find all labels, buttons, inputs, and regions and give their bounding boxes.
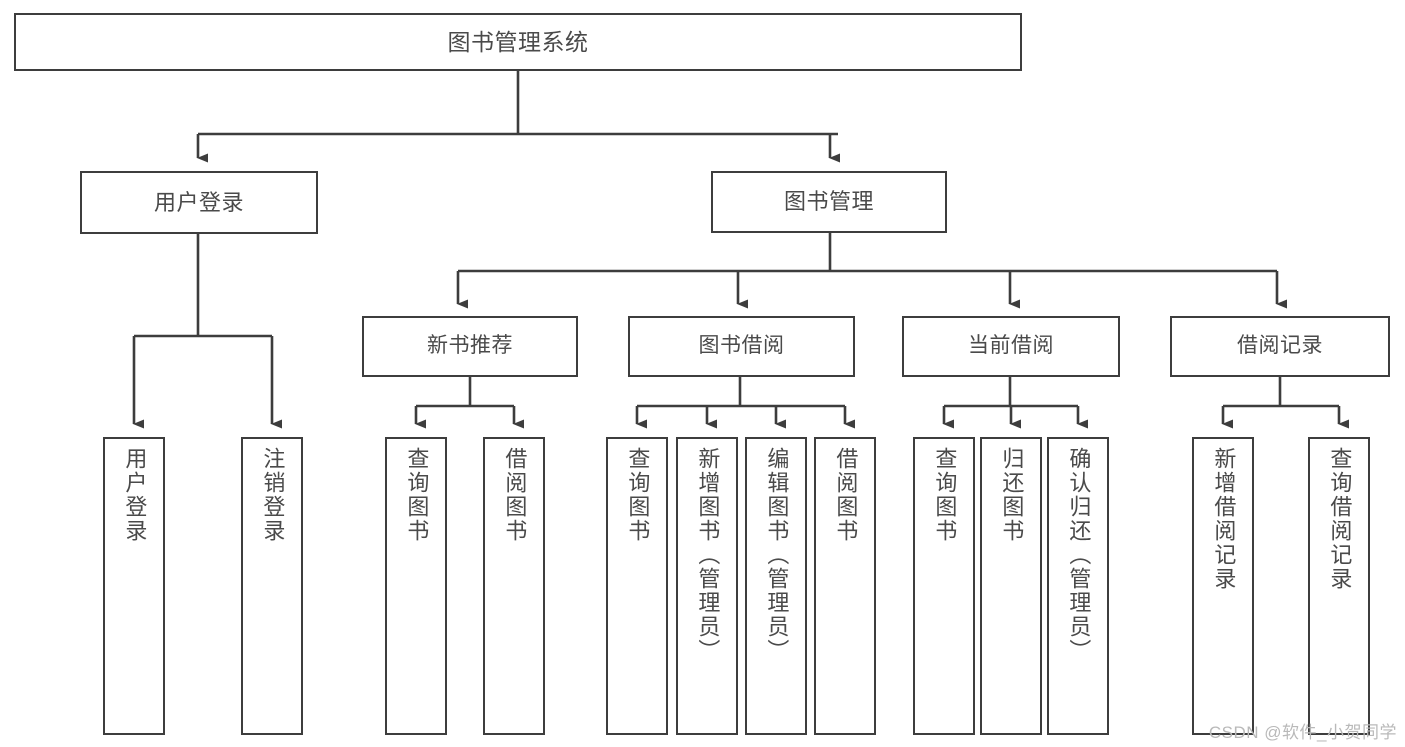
node-new-book-rec[interactable]: 新书推荐 xyxy=(362,316,578,377)
leaf-return-book[interactable]: 归还图书 xyxy=(980,437,1042,735)
node-user-login[interactable]: 用户登录 xyxy=(80,171,318,234)
leaf-add-book-label: 新增图书（管理员） xyxy=(695,447,721,663)
node-current-borrow-label: 当前借阅 xyxy=(968,334,1054,358)
node-user-login-label: 用户登录 xyxy=(153,189,244,215)
node-current-borrow[interactable]: 当前借阅 xyxy=(902,316,1120,377)
node-book-manage[interactable]: 图书管理 xyxy=(711,171,947,233)
node-root-label: 图书管理系统 xyxy=(447,28,589,55)
leaf-edit-book-label: 编辑图书（管理员） xyxy=(764,447,790,663)
leaf-add-book[interactable]: 新增图书（管理员） xyxy=(676,437,738,735)
leaf-borrow-book-1-label: 借阅图书 xyxy=(502,447,528,543)
leaf-user-login-label: 用户登录 xyxy=(122,447,148,543)
watermark: CSDN @软件_小贺同学 xyxy=(1208,723,1397,742)
node-root[interactable]: 图书管理系统 xyxy=(14,13,1022,71)
leaf-query-book-3-label: 查询图书 xyxy=(932,447,958,543)
node-book-borrow-label: 图书借阅 xyxy=(698,334,785,358)
leaf-borrow-book-1[interactable]: 借阅图书 xyxy=(483,437,545,735)
leaf-borrow-book-2[interactable]: 借阅图书 xyxy=(814,437,876,735)
node-borrow-record[interactable]: 借阅记录 xyxy=(1170,316,1390,377)
leaf-add-record-label: 新增借阅记录 xyxy=(1211,447,1237,591)
leaf-confirm-return-label: 确认归还（管理员） xyxy=(1066,447,1092,663)
leaf-query-record[interactable]: 查询借阅记录 xyxy=(1308,437,1370,735)
node-new-book-rec-label: 新书推荐 xyxy=(427,334,513,358)
node-borrow-record-label: 借阅记录 xyxy=(1237,334,1323,358)
node-book-manage-label: 图书管理 xyxy=(783,189,874,215)
leaf-add-record[interactable]: 新增借阅记录 xyxy=(1192,437,1254,735)
node-book-borrow[interactable]: 图书借阅 xyxy=(628,316,855,377)
leaf-user-login[interactable]: 用户登录 xyxy=(103,437,165,735)
leaf-query-book-1[interactable]: 查询图书 xyxy=(385,437,447,735)
leaf-confirm-return[interactable]: 确认归还（管理员） xyxy=(1047,437,1109,735)
leaf-logout-label: 注销登录 xyxy=(260,447,286,543)
leaf-logout[interactable]: 注销登录 xyxy=(241,437,303,735)
leaf-query-book-2-label: 查询图书 xyxy=(625,447,651,543)
leaf-borrow-book-2-label: 借阅图书 xyxy=(833,447,859,543)
leaf-query-record-label: 查询借阅记录 xyxy=(1327,447,1353,591)
leaf-query-book-2[interactable]: 查询图书 xyxy=(606,437,668,735)
leaf-edit-book[interactable]: 编辑图书（管理员） xyxy=(745,437,807,735)
leaf-return-book-label: 归还图书 xyxy=(999,447,1025,543)
leaf-query-book-3[interactable]: 查询图书 xyxy=(913,437,975,735)
leaf-query-book-1-label: 查询图书 xyxy=(404,447,430,543)
